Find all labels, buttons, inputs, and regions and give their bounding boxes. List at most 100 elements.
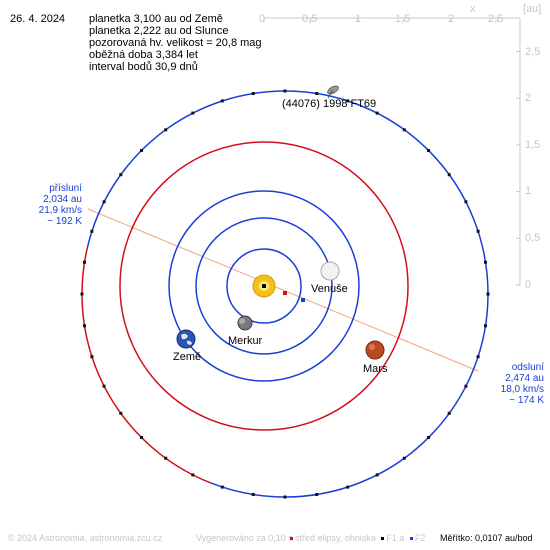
orbit-point xyxy=(220,99,224,103)
mercury-highlight xyxy=(239,318,245,324)
orbit-point xyxy=(251,92,255,95)
asteroid-leader-line xyxy=(327,89,334,99)
info-magnitude: pozorovaná hv. velikost = 20,8 mag xyxy=(89,37,262,49)
orbit-point xyxy=(464,384,468,388)
orbit-point xyxy=(476,355,480,359)
orbit-point xyxy=(375,473,379,477)
earth-label: Země xyxy=(173,351,202,363)
perihelion-speed: 21,9 km/s xyxy=(38,205,82,216)
orbit-point xyxy=(102,384,106,388)
orbit-point xyxy=(476,229,480,233)
perihelion-title: přísluní xyxy=(49,183,82,194)
mercury-label: Merkur xyxy=(228,335,263,347)
orbit-point xyxy=(164,456,168,460)
venus-label: Venuše xyxy=(311,283,348,295)
x-tick-label: 1,5 xyxy=(395,13,411,25)
y-tick-label: 0 xyxy=(525,279,532,291)
x-unit-label: x xyxy=(470,3,476,15)
focus-f1-marker xyxy=(262,284,266,288)
orbit-point xyxy=(315,493,319,496)
orbit-point xyxy=(80,292,84,296)
y-tick-label: 1,5 xyxy=(525,139,541,151)
mercury-orbit xyxy=(226,248,302,324)
perihelion-block: přísluní 2,034 au 21,9 km/s ~ 192 K xyxy=(20,183,82,227)
orbit-point xyxy=(119,411,123,415)
orbit-point xyxy=(164,128,168,132)
perihelion-distance: 2,034 au xyxy=(43,194,82,205)
mars-highlight xyxy=(369,344,375,350)
info-interval: interval bodů 30,9 dnů xyxy=(89,61,198,73)
legend-center-label: střed elipsy, ohniska xyxy=(295,533,376,543)
aphelion-block: odsluní 2,474 au 18,0 km/s ~ 174 K xyxy=(478,362,544,406)
earth-orbit xyxy=(168,190,360,382)
asteroid-orbit-points xyxy=(80,89,490,499)
aphelion-title: odsluní xyxy=(511,362,544,373)
info-period: oběžná doba 3,384 let xyxy=(89,49,198,61)
orbit-point xyxy=(90,355,94,359)
x-tick-label: 2 xyxy=(448,13,455,25)
orbit-point xyxy=(220,485,224,489)
orbit-point xyxy=(486,292,490,296)
orbit-point xyxy=(251,493,255,496)
aphelion-speed: 18,0 km/s xyxy=(500,384,544,395)
orbit-point xyxy=(447,173,451,177)
footer-legend: střed elipsy, ohniska F1 a F2 xyxy=(287,532,425,544)
orbit-point xyxy=(315,92,319,95)
x-tick-label: 1 xyxy=(355,13,362,25)
y-unit-label: [au] xyxy=(523,3,542,15)
legend-f1-label: F1 a xyxy=(386,533,405,543)
x-tick-label: 2,5 xyxy=(488,13,504,25)
orbit-point xyxy=(191,473,195,477)
orbit-point xyxy=(283,495,287,499)
orbit-point xyxy=(402,128,406,132)
apsis-line xyxy=(87,208,479,372)
earth-icon xyxy=(176,329,196,349)
orbit-point xyxy=(484,260,487,264)
axis-ticks xyxy=(263,18,520,286)
y-tick-label: 0,5 xyxy=(525,232,541,244)
orbit-point xyxy=(83,260,86,264)
orbit-point xyxy=(90,229,94,233)
mars-label: Mars xyxy=(363,363,388,375)
aphelion-distance: 2,474 au xyxy=(505,373,544,384)
orbit-point xyxy=(346,99,350,103)
y-tick-label: 2 xyxy=(525,92,532,104)
orbit-point xyxy=(464,200,468,204)
orbit-point xyxy=(346,485,350,489)
orbit-point xyxy=(191,111,195,115)
mars-orbit xyxy=(119,141,409,431)
orbit-point xyxy=(402,456,406,460)
orbit-point xyxy=(375,111,379,115)
perihelion-temp: ~ 192 K xyxy=(47,216,82,227)
y-tick-label: 2,5 xyxy=(525,46,541,58)
footer-generated: Vygenerováno za 0,10 s xyxy=(196,533,293,543)
earth-clouds xyxy=(181,333,192,345)
orbit-point xyxy=(447,411,451,415)
orbit-point xyxy=(283,89,287,93)
mars-icon xyxy=(365,340,385,360)
info-earth-distance: planetka 3,100 au od Země xyxy=(89,13,223,25)
info-block: planetka 3,100 au od Země planetka 2,222… xyxy=(89,13,262,73)
orbit-point xyxy=(102,200,106,204)
venus-orbit xyxy=(195,217,333,355)
legend-f2-marker xyxy=(409,536,413,540)
footer-scale: Měřítko: 0,0107 au/bod xyxy=(440,533,533,543)
info-sun-distance: planetka 2,222 au od Slunce xyxy=(89,25,229,37)
x-tick-label: 0 xyxy=(259,13,266,25)
date-label: 26. 4. 2024 xyxy=(10,13,66,25)
orbit-point xyxy=(140,436,143,439)
legend-center-marker xyxy=(290,536,293,540)
orbit-point xyxy=(484,324,487,328)
footer-copyright: © 2024 Astronomia, astronomia.zcu.cz xyxy=(8,533,163,543)
x-tick-label: 0,5 xyxy=(302,13,318,25)
legend-f1-marker xyxy=(381,536,385,540)
focus-f2-marker xyxy=(301,298,305,302)
aphelion-temp: ~ 174 K xyxy=(509,395,544,406)
legend-f2-label: F2 xyxy=(414,533,426,543)
orbit-point xyxy=(427,149,430,152)
orbit-point xyxy=(427,436,430,439)
orbit-point xyxy=(83,324,86,328)
orbit-point xyxy=(140,149,143,152)
